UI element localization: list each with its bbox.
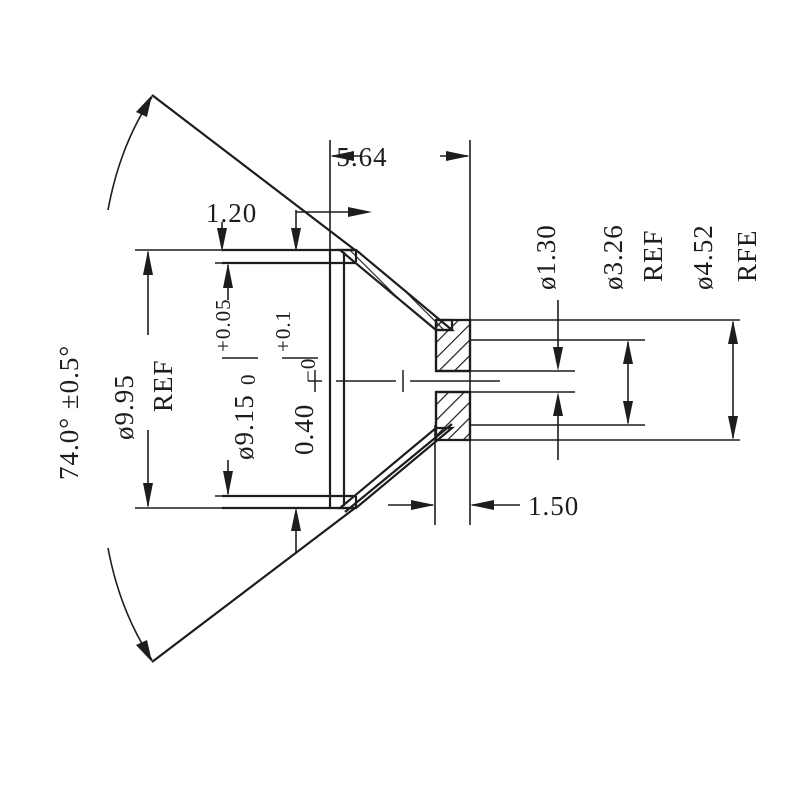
inner-dia-arrowhead-top xyxy=(223,263,233,288)
inner-diameter-dimension-group: ø9.15 +0.05 0 xyxy=(211,262,348,497)
cone-wall-bottom-inner xyxy=(344,423,453,513)
flange-thickness-arrowhead xyxy=(217,228,227,252)
bore-small-arrowhead-bottom xyxy=(553,392,563,416)
inner-dia-arrowhead-bottom xyxy=(223,471,233,496)
centerline-group xyxy=(308,370,500,392)
outer-dia-ref-label: REF xyxy=(148,359,178,412)
inner-dia-label: ø9.15 xyxy=(229,394,259,460)
outer-dia-arrowhead-bottom xyxy=(143,483,153,508)
angle-label: 74.0° ±0.5° xyxy=(54,345,84,480)
bore-mid-label: ø3.26 xyxy=(598,224,628,290)
bore-mid-arrowhead-bottom xyxy=(623,401,633,425)
outer-dia-label: ø9.95 xyxy=(109,374,139,440)
overall-length-label: 5.64 xyxy=(336,142,387,172)
wall-thickness-tol-lower: −0 xyxy=(296,358,320,382)
wall-thickness-label: 0.40 xyxy=(289,404,319,455)
bore-dimensions-group: ø1.30 ø3.26 REF ø4.52 RFE xyxy=(455,224,762,460)
neck-section-top-corner xyxy=(434,318,454,332)
wall-thickness-dimension-group: 0.40 +0.1 −0 xyxy=(271,210,320,552)
outer-dia-arrowhead-top xyxy=(143,250,153,275)
bore-large-label: ø4.52 xyxy=(688,224,718,290)
bore-large-arrowhead-top xyxy=(728,320,738,344)
angle-dimension-group: 74.0° ±0.5° xyxy=(54,94,356,663)
wall-thickness-arrowhead-bottom xyxy=(291,507,301,531)
bore-small-arrowhead-top xyxy=(553,347,563,371)
bore-mid-ref-label: REF xyxy=(638,229,668,282)
flange-thickness-arrowhead-right xyxy=(348,207,372,217)
overall-length-arrowhead-right xyxy=(446,151,470,161)
neck-length-arrowhead-left xyxy=(411,500,435,510)
angle-ray-upper xyxy=(151,94,356,251)
neck-length-arrowhead-right xyxy=(470,500,494,510)
inner-dia-tol-lower: 0 xyxy=(236,374,260,386)
wall-thickness-tol-upper: +0.1 xyxy=(271,310,295,352)
bore-mid-arrowhead-top xyxy=(623,340,633,364)
overall-length-arrowhead-left xyxy=(330,151,354,161)
bore-small-label: ø1.30 xyxy=(531,224,561,290)
inner-dia-tol-upper: +0.05 xyxy=(211,298,235,352)
angle-ray-lower xyxy=(151,507,356,663)
wall-thickness-arrowhead-top xyxy=(291,228,301,252)
neck-length-dimension-group: 1.50 xyxy=(388,425,579,525)
angle-arrowhead-lower xyxy=(136,640,152,662)
flange-thickness-label: 1.20 xyxy=(206,198,257,228)
neck-section-bottom xyxy=(434,390,472,442)
bore-large-ref-label: RFE xyxy=(732,229,762,282)
part-geometry-group xyxy=(222,248,500,513)
bore-large-arrowhead-bottom xyxy=(728,416,738,440)
flange-thickness-dimension-group: 1.20 xyxy=(206,198,372,252)
neck-length-label: 1.50 xyxy=(528,491,579,521)
angle-arrowhead-upper xyxy=(136,95,152,117)
